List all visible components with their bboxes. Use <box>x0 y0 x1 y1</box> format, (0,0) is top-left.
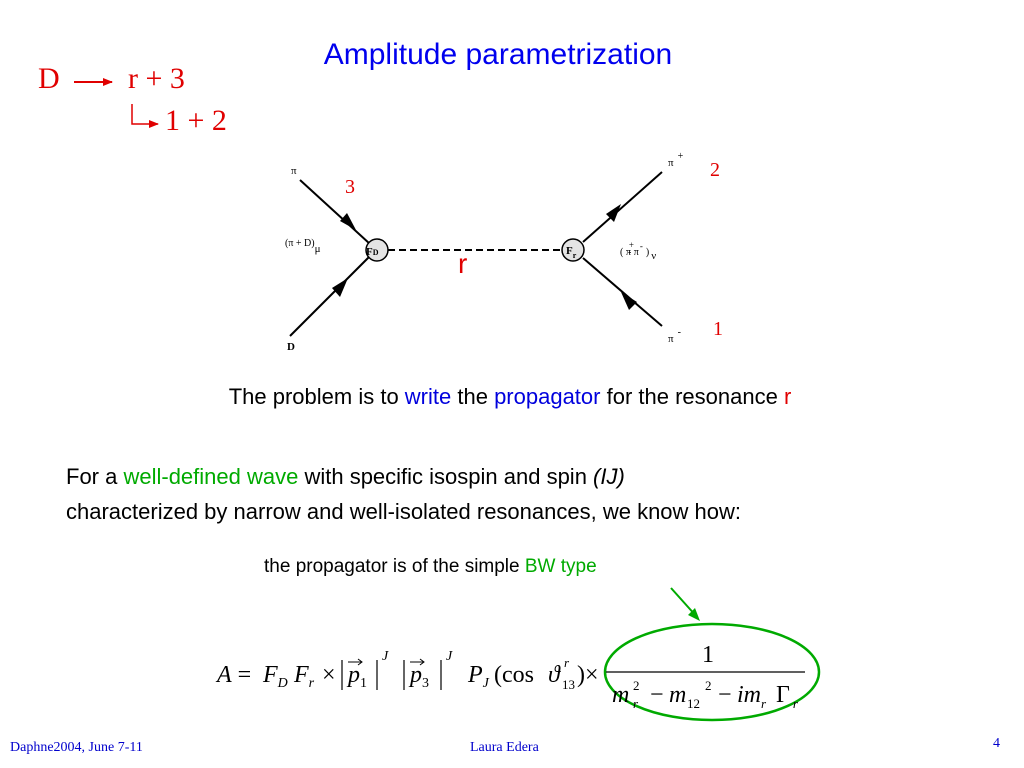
label-pi-left: π <box>291 165 297 177</box>
formula-minus1: − <box>650 682 664 708</box>
formula-p3: p3 <box>408 662 429 691</box>
footer-author: Laura Edera <box>470 740 539 755</box>
arrow-pi-plus <box>606 204 621 222</box>
formula-cos: (cos <box>494 662 534 688</box>
formula-mr: m <box>612 682 629 708</box>
arrow-pi-minus <box>621 292 637 310</box>
bw-pointer-head <box>688 608 700 621</box>
paragraph-line-1: For a well-defined wave with specific is… <box>66 464 625 489</box>
formula-theta-sup: r <box>564 655 570 670</box>
number-2: 2 <box>710 159 720 181</box>
formula-mr-sub: r <box>633 696 639 711</box>
resonance-label: r <box>458 248 467 279</box>
line-pi-minus <box>582 257 663 327</box>
formula-a: A= <box>215 662 251 688</box>
vertex-d-factor: FD <box>366 246 379 258</box>
formula-mr-sup: 2 <box>633 678 640 693</box>
arrow-pi3 <box>340 213 356 230</box>
formula-numerator: 1 <box>702 642 714 668</box>
formula-j1: J <box>382 649 389 664</box>
bw-ellipse <box>603 622 821 722</box>
formula-fr: Fr <box>293 662 315 691</box>
label-left-channel: (π + D)μ <box>285 238 321 255</box>
label-d: D <box>287 341 295 353</box>
formula-m12-sub: 12 <box>687 696 700 711</box>
formula-minus2: − <box>718 682 732 708</box>
formula-close: )× <box>577 662 599 688</box>
label-pi-plus: π+ <box>668 151 684 169</box>
word-ij: (IJ) <box>593 464 625 489</box>
simple-statement: the propagator is of the simple BW type <box>264 556 597 577</box>
decay-products: r + 3 <box>128 62 185 95</box>
formula-m12-sup: 2 <box>705 678 712 693</box>
decay-subdecay: 1 + 2 <box>165 104 227 137</box>
formula-theta-sub: 13 <box>562 677 575 692</box>
vec-arrow-p3 <box>410 658 425 666</box>
footer-page-number: 4 <box>993 736 1000 751</box>
formula-m12: m <box>669 682 686 708</box>
number-1: 1 <box>713 318 723 340</box>
vertex-r-factor: Fr <box>566 245 577 260</box>
number-3: 3 <box>345 176 355 198</box>
formula-p1: p1 <box>346 662 367 691</box>
word-r: r <box>783 384 792 409</box>
subdecay-arrow <box>131 104 159 128</box>
paragraph-line-2: characterized by narrow and well-isolate… <box>66 499 742 524</box>
formula-fd: FD <box>262 662 288 691</box>
problem-statement: The problem is to write the propagator f… <box>228 384 792 409</box>
arrow-d <box>332 278 348 297</box>
footer-conference: Daphne2004, June 7-11 <box>10 740 143 755</box>
label-pi-minus: π- <box>668 327 681 345</box>
formula-j2: J <box>446 649 453 664</box>
word-well-defined-wave: well-defined wave <box>123 464 299 489</box>
word-bw-type: BW type <box>524 556 597 577</box>
word-write: write <box>404 384 452 409</box>
vertex-d <box>365 238 389 262</box>
slide-title: Amplitude parametrization <box>323 38 673 71</box>
vec-arrow-p1 <box>348 658 363 666</box>
line-d <box>289 255 371 337</box>
decay-parent: D <box>38 62 60 95</box>
formula-theta: ϑ <box>548 662 561 688</box>
label-right-channel: ( π+- π-)ν <box>620 240 656 262</box>
formula-times1: × <box>322 662 336 688</box>
word-propagator: propagator <box>494 384 601 409</box>
line-pi-plus <box>582 171 663 243</box>
line-pi3 <box>299 179 371 245</box>
vertex-r <box>561 238 585 262</box>
formula-im: imr <box>737 682 767 711</box>
formula-pj: PJ <box>467 662 490 691</box>
paragraph: For a well-defined wave with specific is… <box>66 459 741 529</box>
